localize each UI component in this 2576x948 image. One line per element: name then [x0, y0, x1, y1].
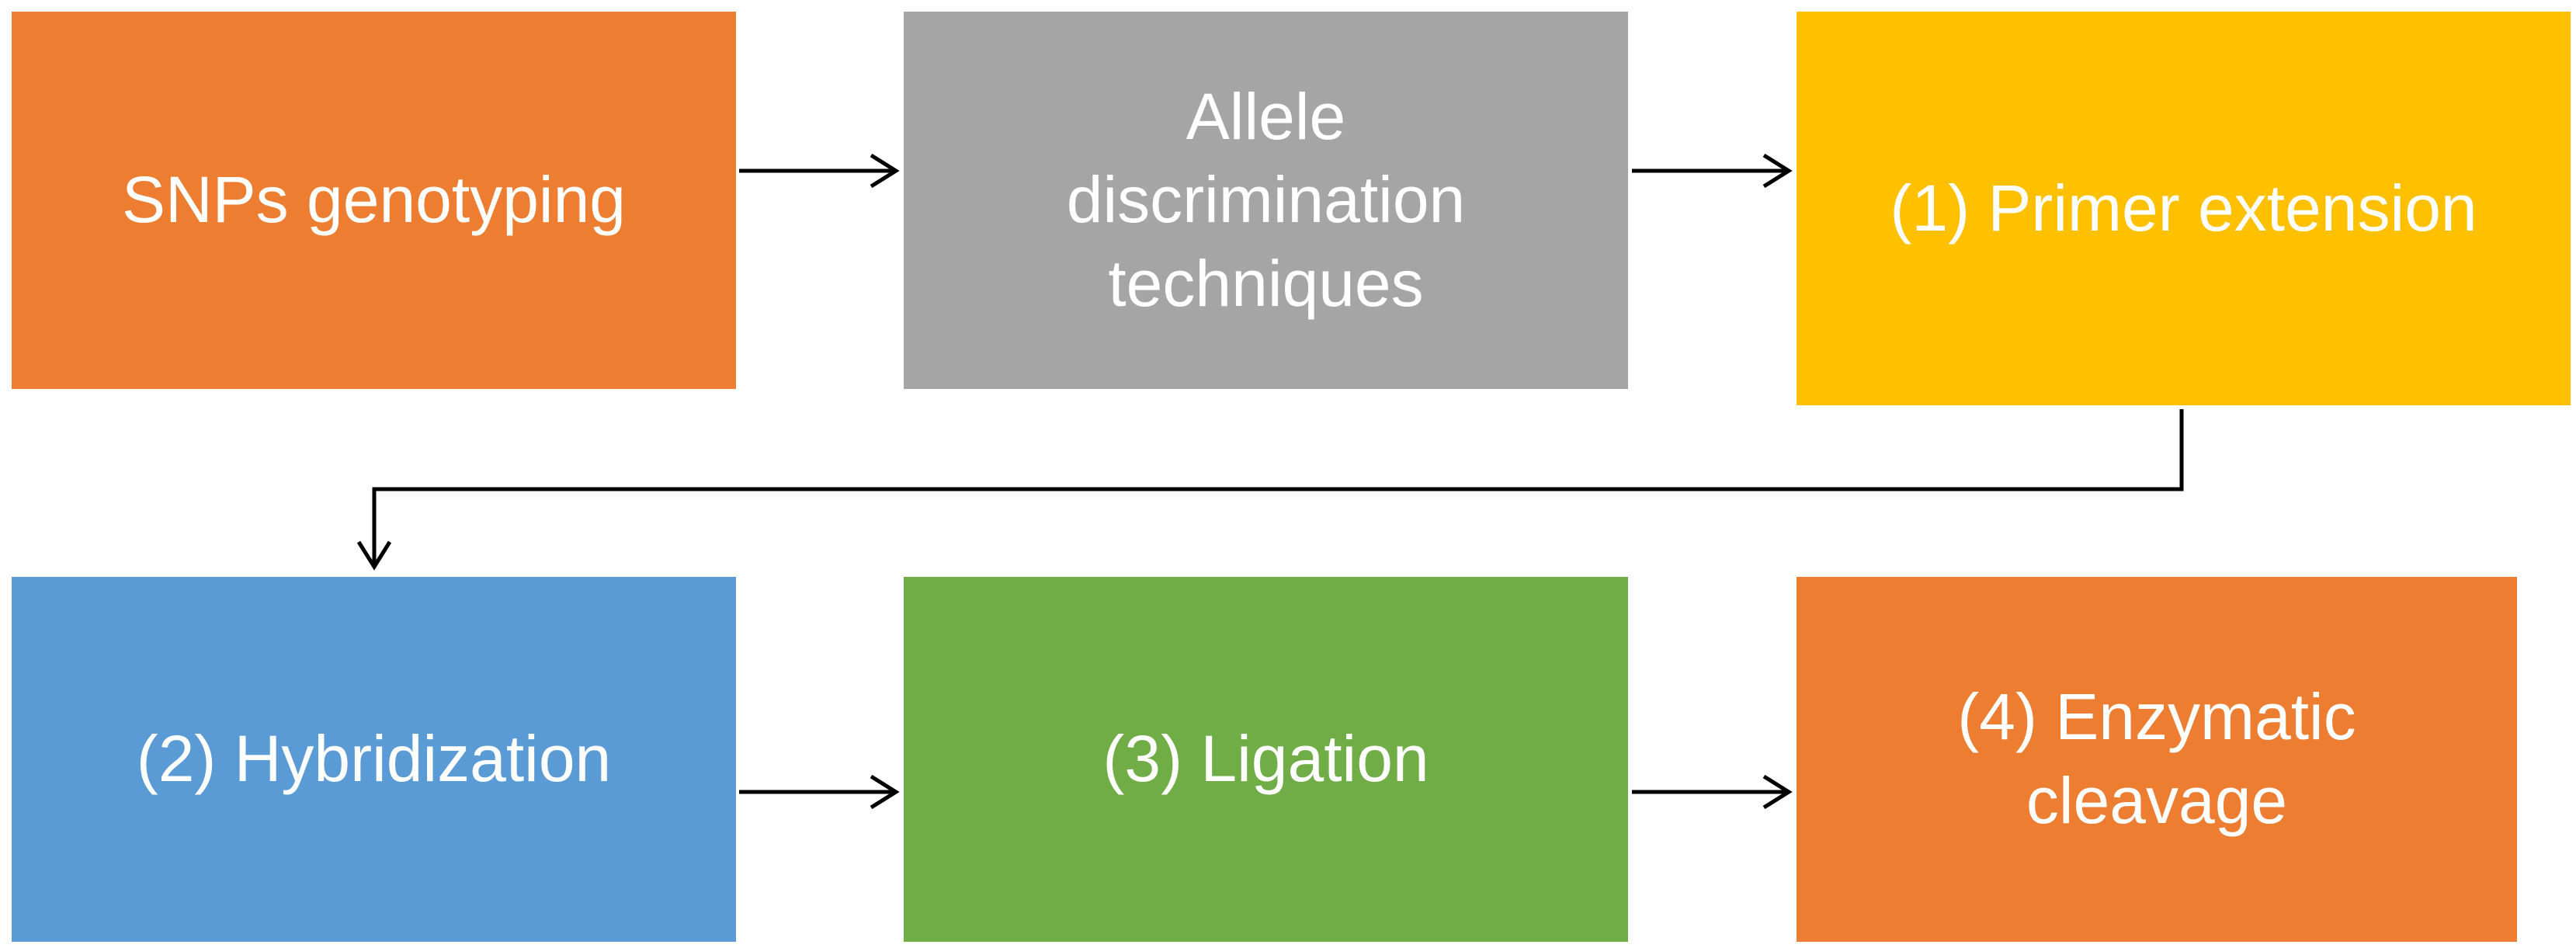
node-label: (3) Ligation — [1102, 722, 1429, 796]
node-label: (1) Primer extension — [1890, 171, 2477, 245]
arrow-primer-to-hybridization — [356, 409, 2184, 571]
node-enzymatic-cleavage: (4) Enzymatic cleavage — [1797, 577, 2517, 942]
arrow-snps-to-allele — [739, 153, 900, 189]
node-hybridization: (2) Hybridization — [12, 577, 736, 942]
node-primer-extension: (1) Primer extension — [1797, 12, 2571, 405]
node-snps-genotyping: SNPs genotyping — [12, 12, 736, 389]
node-label: SNPs genotyping — [121, 163, 627, 237]
node-label: (2) Hybridization — [136, 722, 612, 796]
arrow-allele-to-primer — [1632, 153, 1793, 189]
node-ligation: (3) Ligation — [904, 577, 1628, 942]
arrow-hybridization-to-ligation — [739, 774, 900, 810]
node-label: (4) Enzymatic cleavage — [1957, 680, 2356, 837]
arrow-ligation-to-enzymatic — [1632, 774, 1793, 810]
node-allele-discrimination: Allele discrimination techniques — [904, 12, 1628, 389]
node-label: Allele discrimination techniques — [1066, 79, 1466, 320]
